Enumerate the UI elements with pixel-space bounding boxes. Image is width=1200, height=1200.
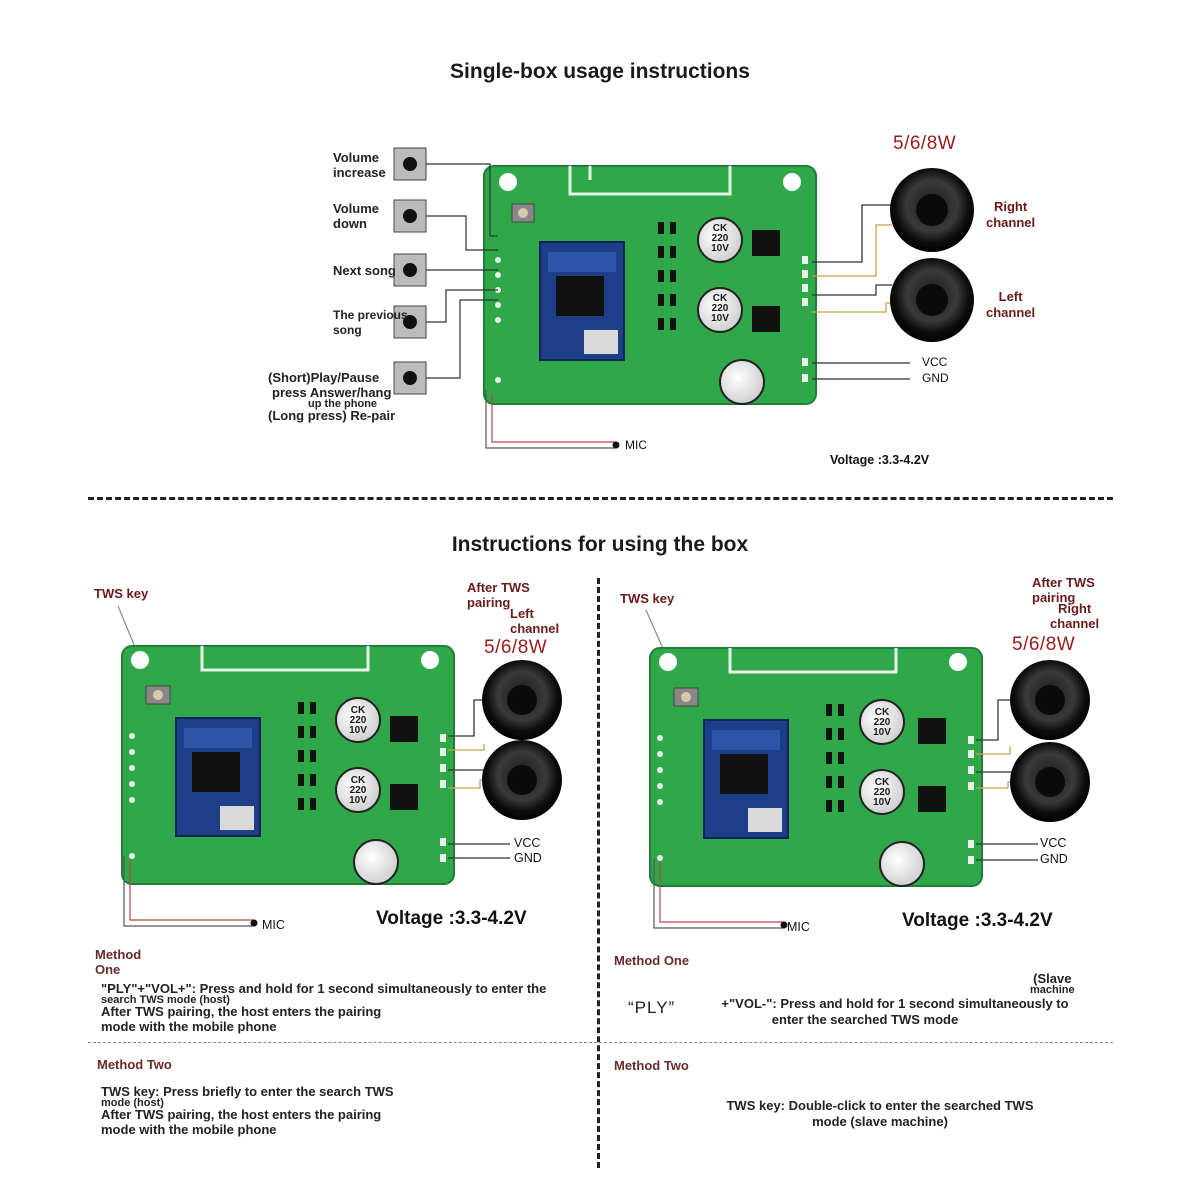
wattage-label: 5/6/8W [893,133,957,154]
ply-label: “PLY” [628,998,676,1017]
speakers [976,660,1090,861]
tws-key-label: TWS key [620,591,675,606]
section-divider [88,497,1113,500]
mic-wiring [123,856,258,927]
box-instructions-title: Instructions for using the box [451,533,749,556]
voltage-label: Voltage :3.3-4.2V [902,910,1053,931]
gnd-label: GND [922,371,949,385]
method-two-label: Method Two [614,1058,689,1073]
mic-label: MIC [625,438,647,452]
mic-wiring [653,858,788,929]
speakers [448,660,562,859]
method-one-text: +"VOL-": Press and hold for 1 second sim… [721,996,1069,1027]
mic-label: MIC [787,920,810,934]
method-divider [88,1042,1113,1043]
gnd-label: GND [514,851,542,865]
vcc-label: VCC [514,836,541,850]
voltage-label: Voltage :3.3-4.2V [376,908,527,929]
next-song-label: Next song [333,263,396,278]
method-two-text: TWS key: Press briefly to enter the sear… [101,1084,394,1137]
button-wiring [393,147,498,395]
play-label: (Short)Play/Pause press Answer/hang up t… [268,370,396,423]
page-title: Single-box usage instructions [450,60,750,83]
mic-wiring [485,390,620,449]
pcb-board [121,645,455,885]
speakers [812,168,974,380]
method-one-label: Method One [614,953,690,968]
method-two-text: TWS key: Double-click to enter the searc… [726,1098,1034,1129]
tws-key-label: TWS key [94,586,149,601]
wattage-label: 5/6/8W [1012,634,1076,655]
method-two-label: Method Two [97,1057,172,1072]
mic-label: MIC [262,918,285,932]
column-divider [597,578,600,1168]
voltage-label: Voltage :3.3-4.2V [830,453,930,467]
wattage-label: 5/6/8W [484,637,548,658]
pcb-board [649,647,983,887]
slave-label: (Slave machine [1030,971,1075,996]
method-one-text: "PLY"+"VOL+": Press and hold for 1 secon… [101,981,547,1034]
gnd-label: GND [1040,852,1068,866]
pcb-board [483,165,817,405]
vcc-label: VCC [1040,836,1067,850]
vcc-label: VCC [922,355,948,369]
